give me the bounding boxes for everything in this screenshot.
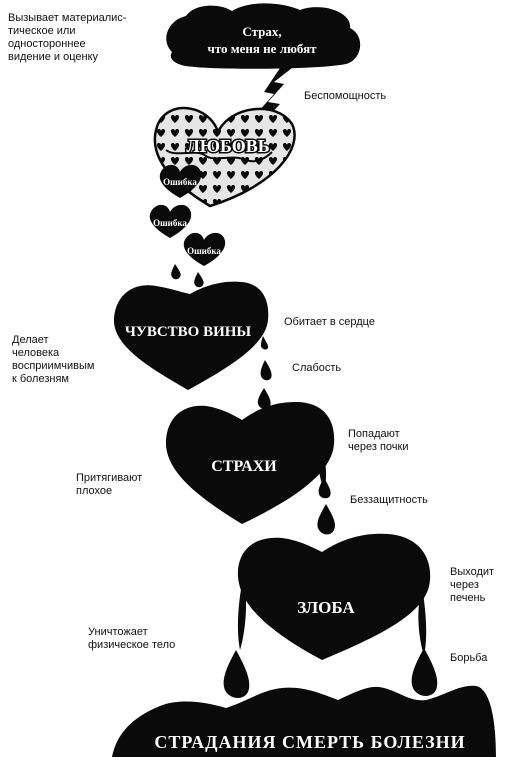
lightning-bolt [252,68,292,134]
drop [260,360,272,381]
mistake-label-3: Ошибка [187,246,221,256]
anger-heart-drip-right [418,586,427,656]
cloud-label-line1: Страх, [242,24,281,39]
drop [411,648,438,696]
note-weakness: Слабость [292,362,342,374]
anger-heart-drip-left [237,574,247,650]
cloud-label-line2: что меня не любят [207,41,317,56]
mistake-label-1: Ошибка [163,177,197,187]
fear-cloud [166,3,361,69]
note-attract-bad: Притягивают плохое [76,472,143,497]
suffering-mass [112,685,496,757]
drop [171,264,181,280]
bottom-label: СТРАДАНИЯ СМЕРТЬ БОЛЕЗНИ [154,732,465,752]
note-through-kidneys: Попадают через почки [348,428,409,453]
guilt-label: ЧУВСТВО ВИНЫ [125,324,252,340]
love-heart-crack [165,149,273,163]
note-defenselessness: Беззащитность [350,494,428,506]
mistake-heart-2: Ошибка [149,204,192,238]
drop [257,388,271,409]
drop [223,650,250,698]
mistake-heart-1: Ошибка [159,164,202,198]
note-materialistic: Вызывает материалис- тическое или одност… [8,12,127,63]
note-struggle: Борьба [450,652,488,664]
mistake-heart-3: Ошибка [183,232,226,266]
anger-heart [237,533,431,660]
fears-label: СТРАХИ [211,458,277,475]
fears-heart [165,402,335,524]
note-makes-vulnerable: Делает человека восприимчивым к болезням [12,334,95,385]
drop [260,336,269,350]
drop [317,504,336,535]
anger-label: ЗЛОБА [297,598,355,617]
drop [194,272,204,288]
drop [318,478,331,499]
guilt-heart-drip [255,308,261,340]
mistake-label-2: Ошибка [153,218,187,228]
love-label: ЛЮБОВЬ [186,136,269,156]
note-through-liver: Выходит через печень [450,566,495,604]
note-lives-in-heart: Обитает в сердце [284,316,375,328]
note-helplessness: Беспомощность [304,90,387,102]
note-destroys-body: Уничтожает физическое тело [88,626,176,651]
guilt-heart [113,281,269,390]
